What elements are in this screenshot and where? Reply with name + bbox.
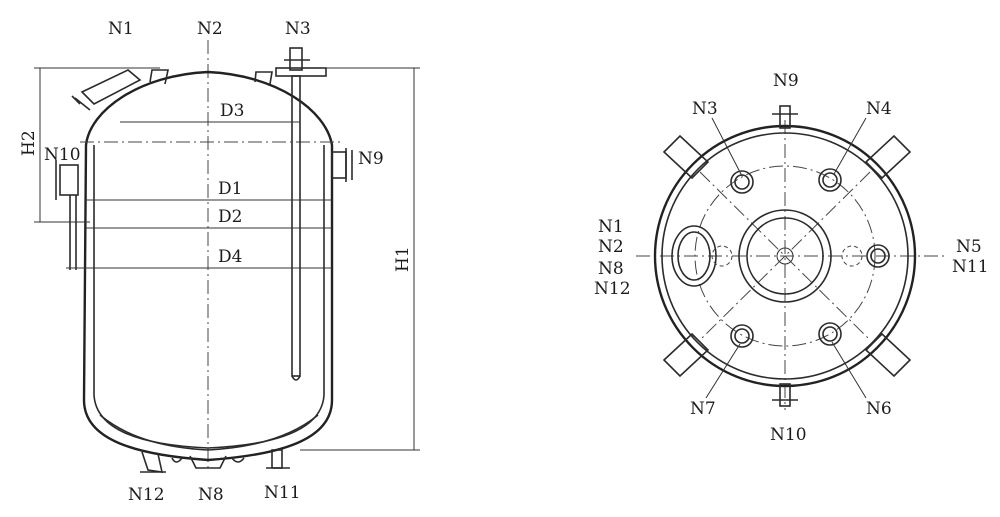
nozzle-n8 (171, 455, 245, 469)
label-n12: N12 (128, 485, 165, 505)
label-n3: N3 (285, 19, 311, 39)
nozzle-n10-top (772, 383, 798, 407)
leader-n4 (833, 117, 867, 175)
support-lug-top-right (864, 134, 912, 180)
label-top-n10: N10 (770, 425, 807, 445)
label-top-n9: N9 (773, 71, 799, 91)
nozzle-top-right (254, 71, 273, 85)
label-n10: N10 (44, 145, 81, 165)
label-n11: N11 (264, 483, 301, 503)
label-top-n4: N4 (866, 99, 892, 119)
label-d1: D1 (218, 179, 242, 199)
nozzle-n7-bore (734, 328, 750, 344)
nozzle-n9 (331, 148, 353, 182)
label-top-n6: N6 (866, 399, 892, 419)
label-top-n2: N2 (598, 237, 624, 257)
nozzle-n9-top (772, 105, 798, 129)
label-d2: D2 (218, 207, 242, 227)
nozzle-n6-bore (822, 326, 838, 342)
nozzle-n12 (140, 451, 166, 473)
label-h1: H1 (393, 246, 413, 272)
jacket-bottom (99, 414, 319, 451)
nozzle-n3-circle (730, 170, 754, 194)
support-lug-bottom-right (864, 332, 912, 378)
support-lug-bottom-left (662, 332, 710, 378)
vessel-inner-shell (93, 145, 325, 449)
agitator-flange-outer (738, 209, 832, 303)
manhole-n1-outer (671, 225, 717, 287)
label-n9: N9 (358, 149, 384, 169)
label-n2: N2 (197, 19, 223, 39)
agitator-flange-inner (746, 217, 824, 295)
label-d3: D3 (220, 101, 244, 121)
label-n8: N8 (198, 485, 224, 505)
label-top-n12: N12 (594, 279, 631, 299)
nozzle-n5-circle (866, 244, 890, 268)
label-d4: D4 (218, 247, 242, 267)
label-top-n1: N1 (598, 217, 624, 237)
top-view: N9 N3 N4 N5 N11 N1 N2 N8 N12 N7 N6 N10 (594, 71, 989, 445)
nozzle-n4-bore (822, 172, 838, 188)
leader-n7 (705, 343, 741, 399)
nozzle-n2-hidden (711, 245, 733, 267)
leader-n3 (711, 117, 743, 177)
leader-n6 (831, 341, 867, 399)
nozzle-top-left (149, 69, 169, 85)
nozzle-n11-hidden (841, 245, 863, 267)
nozzle-n10 (55, 160, 79, 270)
nozzle-n11 (266, 449, 290, 469)
top-diag2 (699, 171, 871, 341)
label-top-n8: N8 (598, 259, 624, 279)
nozzle-n5-bore (870, 248, 886, 264)
label-n1: N1 (108, 19, 134, 39)
outer-circle (653, 124, 917, 388)
side-view: N1 N2 N3 D3 N9 N10 D1 D2 D4 H2 H1 N12 N8… (19, 19, 420, 505)
nozzle-n6-circle (818, 322, 842, 346)
bolt-circle (694, 165, 876, 347)
label-top-n11: N11 (952, 257, 989, 277)
label-top-n7: N7 (690, 399, 716, 419)
label-top-n5: N5 (956, 237, 982, 257)
nozzle-n7-circle (730, 324, 754, 348)
top-diag1 (699, 171, 871, 341)
label-top-n3: N3 (692, 99, 718, 119)
label-h2: H2 (19, 130, 39, 156)
vessel-outer-shell (82, 70, 334, 462)
nozzle-n1 (71, 69, 142, 111)
inner-circle (661, 132, 909, 380)
agitator-shaft (776, 247, 794, 265)
nozzle-n3 (275, 47, 327, 381)
nozzle-n4-circle (818, 168, 842, 192)
support-lug-top-left (662, 134, 710, 180)
manhole-n1-inner (677, 231, 711, 281)
